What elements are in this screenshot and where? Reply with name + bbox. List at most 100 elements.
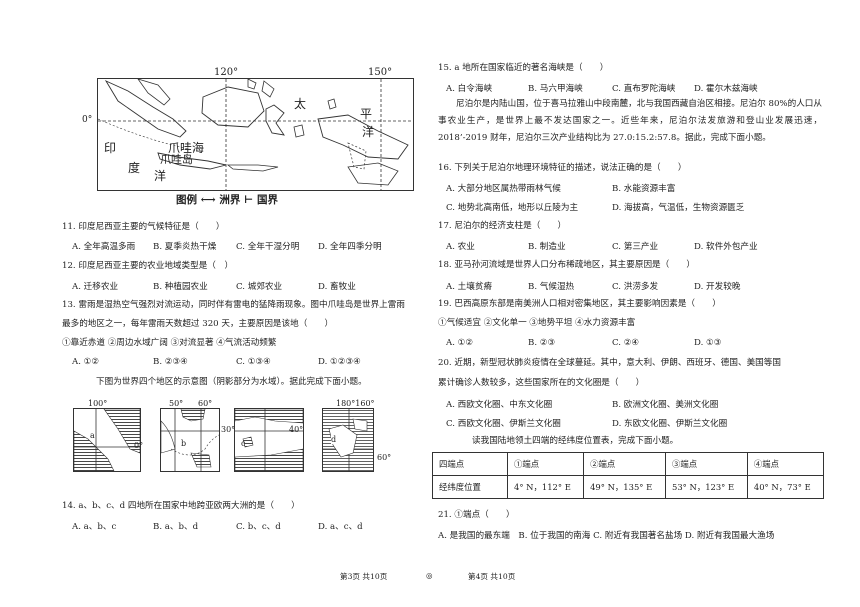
q17-option-a[interactable]: A. 农业 [446, 242, 475, 252]
map1-lon1-label: 120° [214, 67, 239, 78]
intro-four-maps: 下图为世界四个地区的示意图（阴影部分为水域）。据此完成下面小题。 [96, 377, 367, 387]
map-b-lon2: 60° [198, 399, 213, 408]
table-row: 经纬度位置 4° N，112° E 49° N，135° E 53° N，123… [432, 475, 825, 499]
map1-label-ping: 平 [360, 107, 373, 121]
footer-center-mark: ◎ [426, 571, 433, 580]
q11-option-b[interactable]: B. 夏季炎热干燥 [153, 242, 217, 252]
q17-option-d[interactable]: D. 软件外包产业 [694, 242, 758, 252]
map-c-lat: 40° [289, 425, 304, 434]
q12-option-c[interactable]: C. 城郊农业 [236, 282, 283, 292]
q18-option-c[interactable]: C. 洪涝多发 [612, 282, 659, 292]
map1-legend: 图例 ⟷ 洲界 ⊢ 国界 [176, 194, 278, 206]
map-southeast-asia-drawing [98, 79, 413, 190]
q19-stem: 19. 巴西高原东部是南美洲人口相对密集地区，其主要影响因素是（ ） [438, 299, 721, 309]
q13-option-a[interactable]: A. ①② [72, 357, 100, 367]
table-header-cell: ④端点 [746, 452, 825, 476]
map-a-lat: 0° [134, 441, 144, 450]
map-southeast-asia: 0° 太 平 洋 印 度 洋 爪哇海 爪哇岛 [82, 78, 414, 191]
map-c-label: c [241, 439, 246, 448]
footer-left-page: 第3页 共10页 [340, 572, 388, 581]
map-b-drawing [160, 408, 220, 471]
q16-stem: 16. 下列关于尼泊尔地理环境特征的描述，说法正确的是（ ） [438, 163, 687, 173]
q16-option-d[interactable]: D. 海拔高，气温低，生物资源匮乏 [612, 203, 745, 213]
map-d-lon: 180°160° [336, 399, 375, 408]
map1-label-du: 度 [128, 161, 141, 175]
q12-option-d[interactable]: D. 畜牧业 [318, 282, 356, 292]
q16-option-b[interactable]: B. 水能资源丰富 [612, 184, 676, 194]
q18-option-a[interactable]: A. 土壤贫瘠 [446, 282, 493, 292]
q15-option-a[interactable]: A. 白令海峡 [446, 84, 493, 94]
table-cell: 53° N，123° E [664, 475, 748, 499]
map1-lon2-label: 150° [368, 67, 393, 78]
q13-line3: ①靠近赤道 ②周边水域广阔 ③对流显著 ④气流活动频繁 [62, 338, 277, 348]
map-a-label: a [90, 431, 95, 440]
map1-label-yin: 印 [104, 141, 117, 155]
intro-table: 读我国陆地领土四端的经纬度位置表，完成下面小题。 [472, 436, 679, 446]
table-cell: 40° N，73° E [746, 475, 825, 499]
q14-option-c[interactable]: C. b、c、d [236, 522, 281, 532]
map1-lat-label: 0° [82, 115, 93, 125]
map-b-lon1: 50° [169, 399, 184, 408]
q18-option-b[interactable]: B. 气候湿热 [528, 282, 575, 292]
q20-line2: 累计确诊人数较多，这些国家所在的文化圈是（ ） [438, 378, 645, 388]
nepal-passage: 尼泊尔是内陆山国，位于喜马拉雅山中段南麓，北与我国西藏自治区相接。尼泊尔 80%… [438, 99, 822, 143]
map1-label-tai: 太 [294, 97, 307, 111]
q12-option-a[interactable]: A. 迁移农业 [72, 282, 119, 292]
q19-line2: ①气候适宜 ②文化单一 ③地势平坦 ④水力资源丰富 [438, 318, 636, 328]
map-a-region: a 0° [73, 408, 144, 472]
q11-option-a[interactable]: A. 全年高温多雨 [72, 242, 136, 252]
q20-option-a[interactable]: A. 西欧文化圈、中东文化圈 [446, 400, 553, 410]
q19-option-b[interactable]: B. ②③ [528, 338, 556, 348]
table-cell: 49° N，135° E [583, 475, 666, 499]
table-header-cell: ②端点 [583, 452, 666, 476]
q15-stem: 15. a 地所在国家临近的著名海峡是（ ） [438, 63, 609, 73]
map1-label-java: 爪哇岛 [160, 153, 193, 166]
q20-line1: 20. 近期，新型冠状肺炎疫情在全球蔓延。其中，意大利、伊朗、西班牙、德国、美国… [438, 358, 781, 368]
map-b-label: b [181, 439, 187, 448]
q17-option-c[interactable]: C. 第三产业 [612, 242, 659, 252]
q16-option-c[interactable]: C. 地势北高南低，地形以丘陵为主 [446, 203, 579, 213]
q11-option-c[interactable]: C. 全年干湿分明 [236, 242, 300, 252]
q19-option-c[interactable]: C. ②④ [612, 338, 640, 348]
map-a-lon: 100° [88, 399, 108, 408]
q14-stem: 14. a、b、c、d 四地所在国家中地跨亚欧两大洲的是（ ） [62, 501, 300, 511]
q12-option-b[interactable]: B. 种植园农业 [153, 282, 208, 292]
q14-option-b[interactable]: B. a、b、d [153, 522, 199, 532]
map-b-region: b 30° [160, 408, 235, 472]
q13-option-c[interactable]: C. ①③④ [236, 357, 271, 367]
q13-option-b[interactable]: B. ②③④ [153, 357, 188, 367]
map-d-label: d [331, 435, 337, 444]
q21-options[interactable]: A. 是我国的最东端 B. 位于我国的南海 C. 附近有我国著名盐场 D. 附近… [438, 531, 775, 541]
q13-option-d[interactable]: D. ①②③④ [318, 357, 361, 367]
table-header-cell: ③端点 [664, 452, 748, 476]
q14-option-d[interactable]: D. a、c、d [318, 522, 363, 532]
q19-option-a[interactable]: A. ①② [446, 338, 474, 348]
q21-stem: 21. ①端点（ ） [438, 510, 515, 520]
map1-label-javasea: 爪哇海 [168, 141, 205, 155]
table-cell: 4° N，112° E [506, 475, 585, 499]
q19-option-d[interactable]: D. ①③ [694, 338, 722, 348]
q20-option-b[interactable]: B. 欧洲文化圈、美洲文化圈 [612, 400, 719, 410]
map-a-drawing [73, 408, 141, 472]
q16-option-a[interactable]: A. 大部分地区属热带雨林气候 [446, 184, 561, 194]
q11-option-d[interactable]: D. 全年四季分明 [318, 242, 382, 252]
map-d-lat: 60° [377, 453, 392, 462]
map-d-region: d 60° [322, 408, 391, 472]
map1-label-yang2: 洋 [154, 169, 167, 183]
q20-option-d[interactable]: D. 东欧文化圈、伊斯兰文化圈 [612, 419, 728, 429]
footer-right-page: 第4页 共10页 [468, 572, 516, 581]
q15-option-c[interactable]: C. 直布罗陀海峡 [612, 84, 676, 94]
q14-option-a[interactable]: A. a、b、c [72, 522, 117, 532]
q18-option-d[interactable]: D. 开发较晚 [694, 282, 741, 292]
q11-stem: 11. 印度尼西亚主要的气候特征是（ ） [62, 222, 225, 232]
map-b-lat: 30° [221, 425, 236, 434]
table-cell: 经纬度位置 [432, 475, 508, 499]
q15-option-b[interactable]: B. 马六甲海峡 [528, 84, 583, 94]
q17-option-b[interactable]: B. 制造业 [528, 242, 566, 252]
table-row: 四端点 ①端点 ②端点 ③端点 ④端点 [432, 452, 825, 476]
q12-stem: 12. 印度尼西亚主要的农业地域类型是（ ） [62, 261, 234, 271]
q20-option-c[interactable]: C. 西欧文化圈、伊斯兰文化圈 [446, 419, 561, 429]
q15-option-d[interactable]: D. 霍尔木兹海峡 [694, 84, 758, 94]
map-c-region: c 40° [234, 408, 304, 472]
q17-stem: 17. 尼泊尔的经济支柱是（ ） [438, 221, 567, 231]
